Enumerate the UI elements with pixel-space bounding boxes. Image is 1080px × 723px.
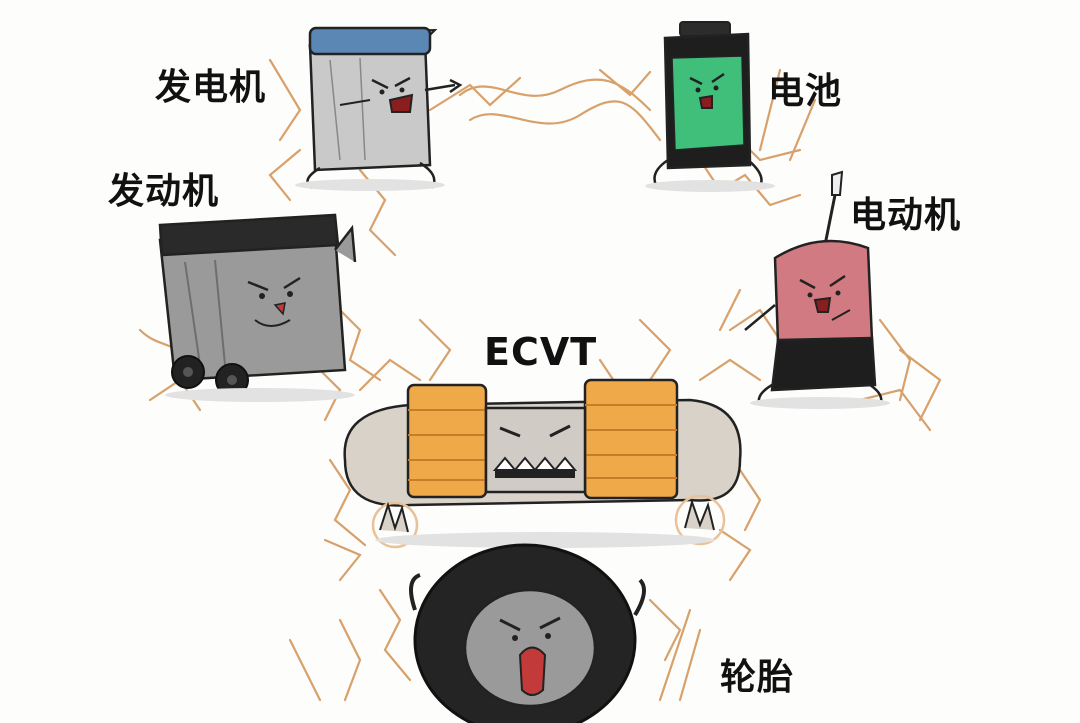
engine-label: 发动机 [108, 171, 220, 212]
motor-character [744, 170, 890, 409]
ecvt-character [343, 378, 742, 549]
tire-label: 轮胎 [720, 657, 795, 698]
generator-character [295, 26, 463, 191]
ecvt-label: ECVT [484, 330, 598, 374]
battery-label: 电池 [768, 71, 843, 112]
engine-character [158, 213, 357, 402]
motor-label: 电动机 [850, 195, 962, 236]
tire-character [409, 543, 646, 723]
generator-label: 发电机 [155, 67, 267, 108]
battery-character [645, 21, 775, 192]
